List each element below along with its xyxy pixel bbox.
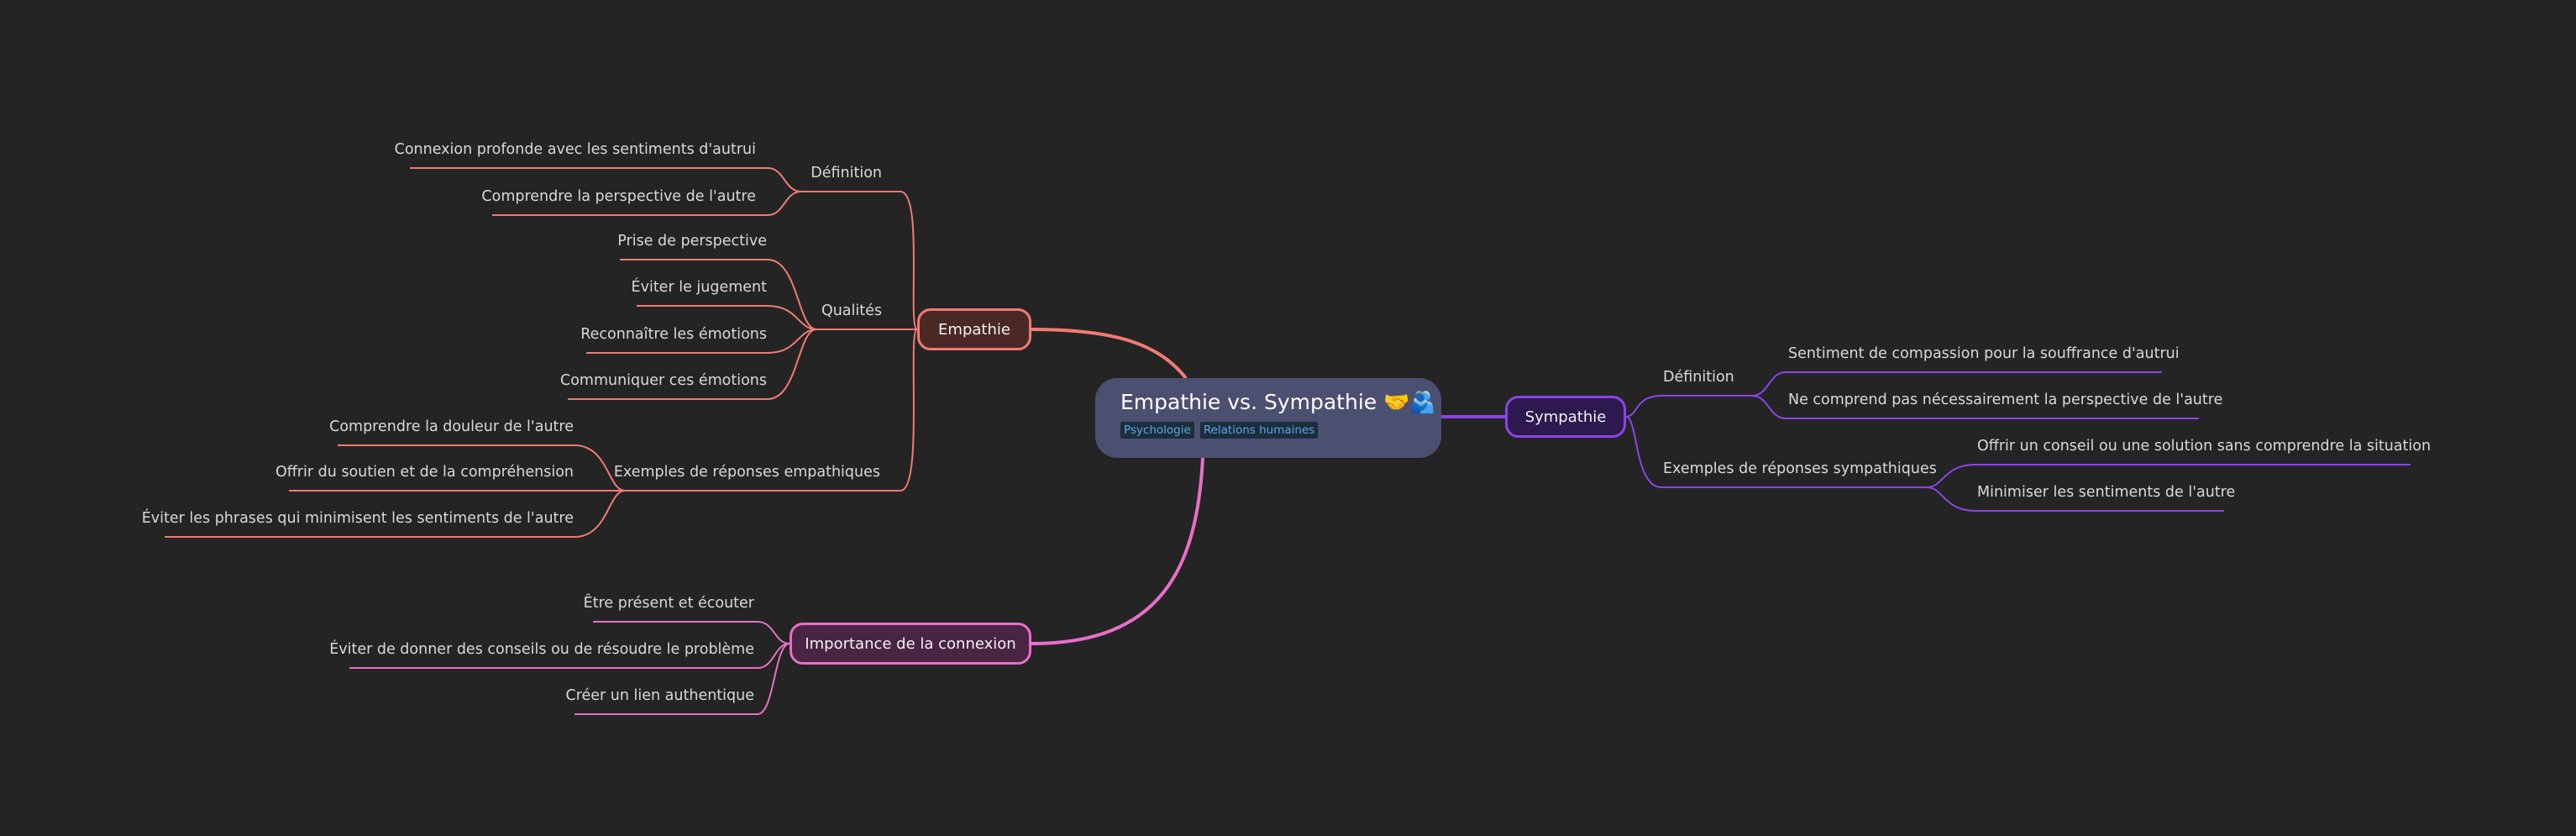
connector-sex-leaf-2 xyxy=(1926,486,2224,512)
empathie-qual-leaf[interactable]: Reconnaître les émotions xyxy=(580,326,767,343)
sympathie-exemples-label[interactable]: Exemples de réponses sympathiques xyxy=(1663,460,1937,477)
empathie-exemples-label[interactable]: Exemples de réponses empathiques xyxy=(613,464,880,481)
importance-leaf[interactable]: Créer un lien authentique xyxy=(565,687,754,704)
empathie-qualites-label[interactable]: Qualités xyxy=(821,302,882,319)
connector-qual-leaf-1 xyxy=(620,259,817,330)
connector-ex-leaf-3 xyxy=(165,490,626,538)
empathie-def-leaf[interactable]: Comprendre la perspective de l'autre xyxy=(481,188,756,205)
connector-qual-leaf-2 xyxy=(637,305,817,330)
connector-def-leaf-1 xyxy=(410,167,802,192)
connector-sympathie-exemples xyxy=(1625,416,1927,488)
importance-leaf[interactable]: Éviter de donner des conseils ou de réso… xyxy=(329,641,754,658)
connector-sdef-leaf-1 xyxy=(1751,371,2162,397)
node-sympathie[interactable]: Sympathie xyxy=(1505,396,1626,438)
connector-imp-leaf-2 xyxy=(349,643,790,669)
connector-root-empathie xyxy=(1031,328,1188,380)
tag-psychologie[interactable]: Psychologie xyxy=(1120,422,1194,439)
root-title: Empathie vs. Sympathie 🤝🫂 xyxy=(1120,390,1436,414)
root-node[interactable]: Empathie vs. Sympathie 🤝🫂 Psychologie Re… xyxy=(1095,378,1441,458)
node-importance[interactable]: Importance de la connexion xyxy=(790,623,1031,665)
connector-sympathie-definition xyxy=(1625,395,1752,418)
node-empathie[interactable]: Empathie xyxy=(917,308,1031,350)
connector-imp-leaf-1 xyxy=(593,621,790,644)
connector-def-leaf-2 xyxy=(492,191,802,216)
sympathie-definition-label[interactable]: Définition xyxy=(1663,369,1734,386)
sympathie-def-leaf[interactable]: Ne comprend pas nécessairement la perspe… xyxy=(1788,392,2223,408)
connector-qual-leaf-4 xyxy=(568,329,817,400)
connector-root-importance xyxy=(1031,457,1204,645)
root-tags: Psychologie Relations humaines xyxy=(1120,422,1441,439)
importance-leaf[interactable]: Être présent et écouter xyxy=(583,595,754,612)
connector-empathie-definition xyxy=(884,191,918,330)
empathie-qual-leaf[interactable]: Communiquer ces émotions xyxy=(559,372,767,389)
empathie-ex-leaf[interactable]: Comprendre la douleur de l'autre xyxy=(329,418,574,435)
empathie-def-leaf[interactable]: Connexion profonde avec les sentiments d… xyxy=(394,141,756,158)
empathie-qual-leaf[interactable]: Éviter le jugement xyxy=(631,279,767,296)
empathie-ex-leaf[interactable]: Offrir du soutien et de la compréhension xyxy=(275,464,574,481)
empathie-ex-leaf[interactable]: Éviter les phrases qui minimisent les se… xyxy=(141,510,574,527)
tag-relations-humaines[interactable]: Relations humaines xyxy=(1199,422,1319,439)
connector-imp-leaf-3 xyxy=(574,643,790,715)
empathie-qual-leaf[interactable]: Prise de perspective xyxy=(617,233,767,250)
connector-empathie-exemples xyxy=(884,329,918,492)
connector-qual-leaf-3 xyxy=(586,329,817,354)
connector-sdef-leaf-2 xyxy=(1751,395,2199,419)
sympathie-ex-leaf[interactable]: Offrir un conseil ou une solution sans c… xyxy=(1977,438,2432,455)
sympathie-ex-leaf[interactable]: Minimiser les sentiments de l'autre xyxy=(1977,484,2236,501)
connector-sex-leaf-1 xyxy=(1926,464,2411,488)
sympathie-def-leaf[interactable]: Sentiment de compassion pour la souffran… xyxy=(1788,345,2180,362)
connector-ex-leaf-1 xyxy=(338,444,626,492)
empathie-definition-label[interactable]: Définition xyxy=(811,165,882,181)
